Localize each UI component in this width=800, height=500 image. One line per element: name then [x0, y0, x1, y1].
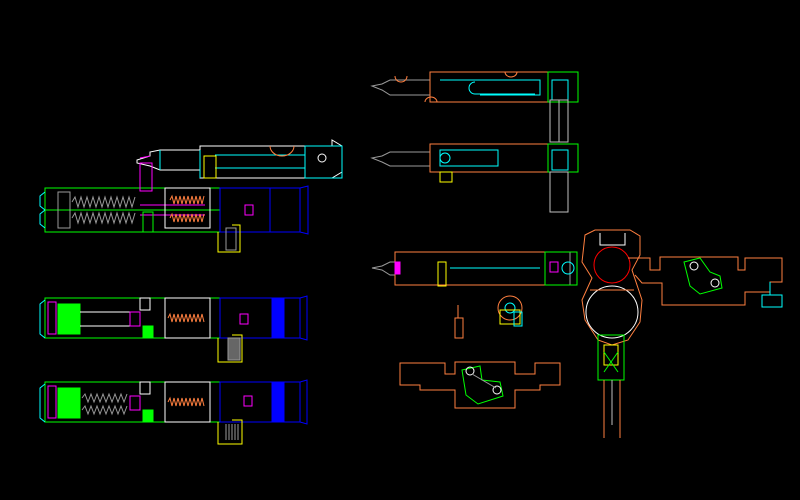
probe-clamp-middle — [370, 143, 579, 213]
probe-clamp-top — [370, 71, 579, 143]
cam-bracket-left — [399, 361, 561, 409]
small-washer-part — [497, 295, 523, 327]
round-clamp-assembly — [581, 229, 643, 438]
blue-cylinder — [219, 187, 301, 233]
spring-coil — [71, 195, 136, 225]
small-pin-part — [454, 305, 464, 339]
actuator-assembly-middle — [39, 295, 308, 363]
cam-bracket-right — [628, 256, 783, 308]
probe-arm — [136, 139, 343, 179]
actuator-assembly-bottom — [39, 379, 308, 445]
probe-clamp-lower — [371, 251, 578, 287]
actuator-assembly-top — [39, 139, 343, 253]
